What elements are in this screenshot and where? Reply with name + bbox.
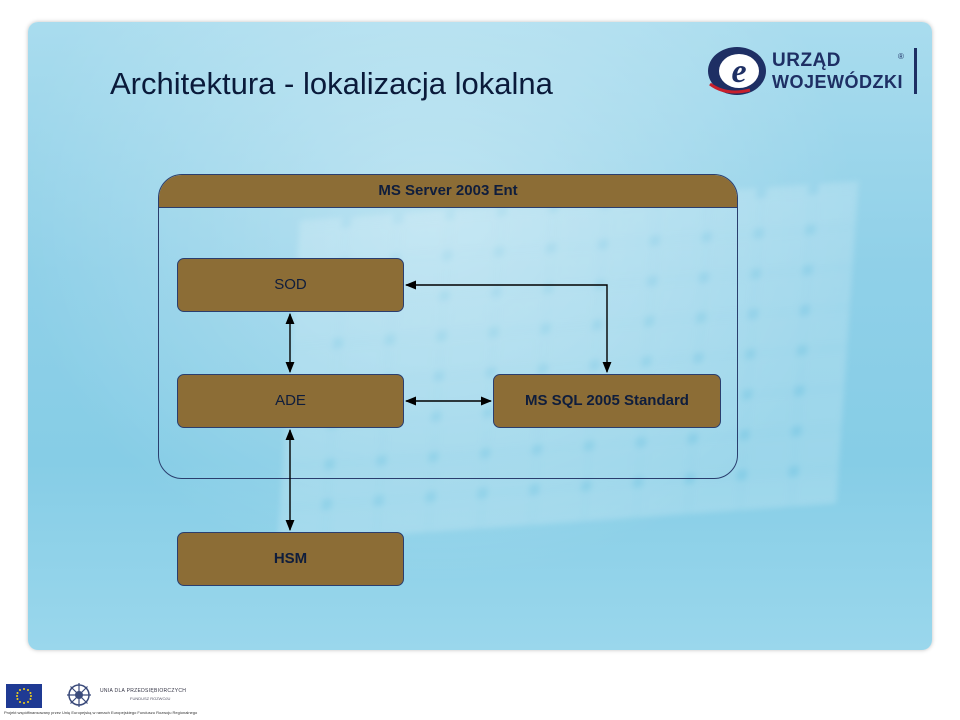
page-title: Architektura - lokalizacja lokalna	[110, 66, 553, 101]
node-hsm: HSM	[177, 532, 404, 586]
urzad-wojewodzki-logo: e URZĄD WOJEWÓDZKI ®	[706, 40, 920, 102]
footer-disclaimer: Projekt współfinansowany przez Unię Euro…	[4, 710, 198, 715]
server-label: MS Server 2003 Ent	[159, 175, 737, 208]
node-ms-sql: MS SQL 2005 Standard	[493, 374, 721, 428]
logo-text-line2: WOJEWÓDZKI	[772, 72, 903, 92]
node-ade: ADE	[177, 374, 404, 428]
registered-mark: ®	[898, 52, 904, 61]
server-container: MS Server 2003 Ent	[158, 174, 738, 479]
union-emblem-icon	[67, 683, 91, 707]
arrow-sod-sql	[404, 280, 612, 374]
eu-flag-icon	[6, 684, 42, 708]
footer-union-subtext: FUNDUSZ ROZWOJU	[130, 696, 171, 701]
footer: Projekt współfinansowany przez Unię Euro…	[0, 660, 960, 720]
svg-text:e: e	[731, 53, 746, 90]
node-sod: SOD	[177, 258, 404, 312]
e-logo-icon: e	[708, 47, 766, 95]
logo-divider	[914, 48, 917, 94]
footer-union-text: UNIA DLA PRZEDSIĘBIORCZYCH	[100, 688, 187, 694]
logo-text-line1: URZĄD	[772, 50, 841, 71]
